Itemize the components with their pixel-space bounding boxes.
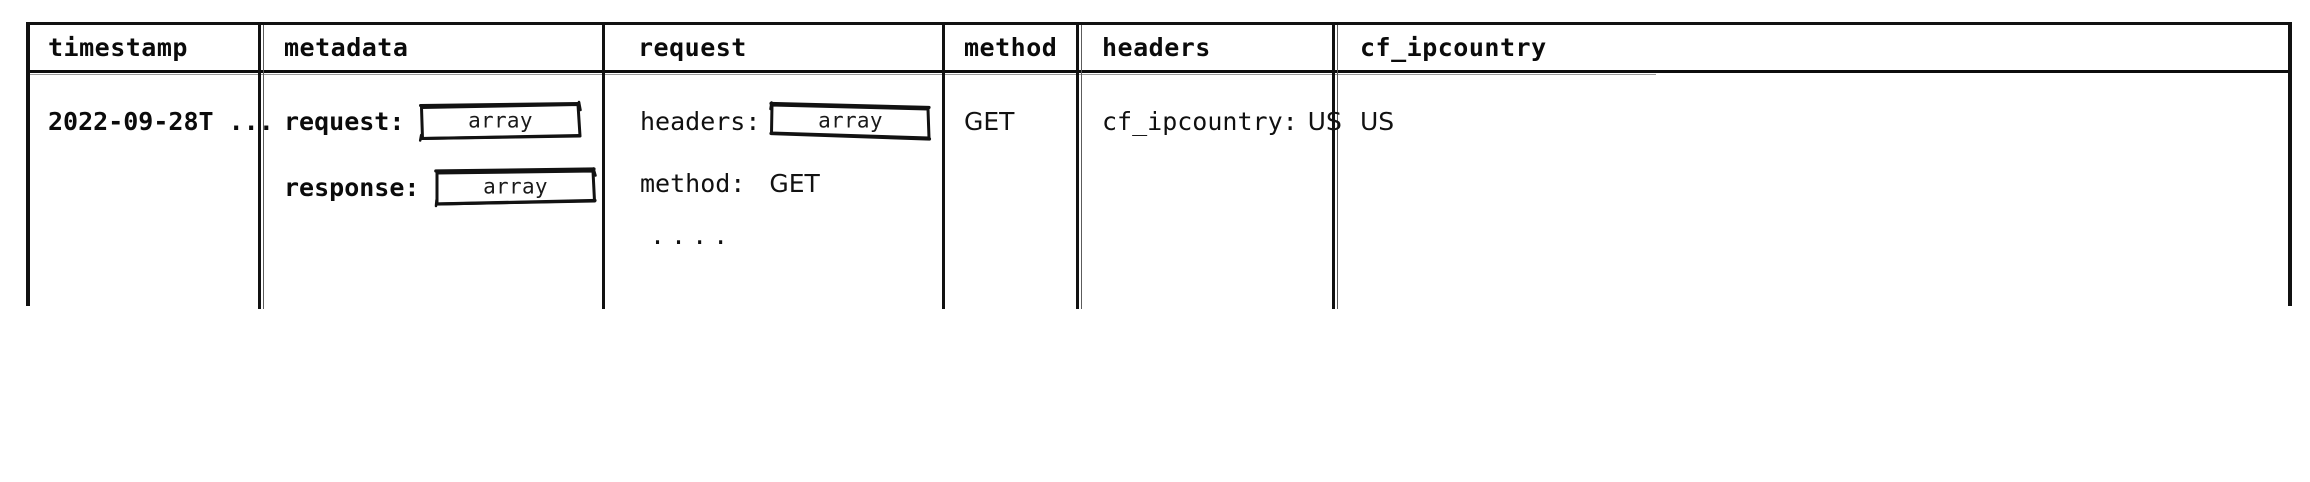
request-field-headers[interactable]: headers: array xyxy=(640,93,942,149)
table-cell-request[interactable]: headers: array method: GET xyxy=(606,73,942,309)
metadata-field-response-array-chip-label: array xyxy=(483,174,548,199)
column-divider-headers-country xyxy=(1332,25,1338,309)
table-cell-metadata[interactable]: request: array response: xyxy=(262,73,602,309)
table-cell-headers[interactable]: cf_ipcountry: US xyxy=(1080,73,1342,309)
sketch-box-outline xyxy=(768,101,932,141)
column-header-method[interactable]: method xyxy=(946,25,1076,70)
column-header-headers[interactable]: headers xyxy=(1080,25,1332,70)
timestamp-value-row: 2022-09-28T ... xyxy=(30,93,274,149)
table-cell-method[interactable]: GET xyxy=(946,73,1076,309)
column-header-label-timestamp: timestamp xyxy=(48,33,188,62)
cf-ipcountry-value-row: US xyxy=(1336,93,2288,149)
metadata-field-request-array-chip-label: array xyxy=(468,108,533,133)
request-field-headers-label: headers: xyxy=(640,106,761,136)
cf-ipcountry-value: US xyxy=(1360,106,1395,136)
sketch-box-outline xyxy=(418,100,583,142)
request-field-method-label: method: xyxy=(640,168,746,198)
record-table: timestamp metadata request method header… xyxy=(26,22,2292,309)
column-header-request[interactable]: request xyxy=(606,25,942,70)
headers-field-cf-ipcountry-label: cf_ipcountry: xyxy=(1102,106,1298,136)
table-cell-cf-ipcountry[interactable]: US xyxy=(1336,73,2288,309)
column-header-label-headers: headers xyxy=(1102,33,1211,62)
column-header-label-metadata: metadata xyxy=(284,33,409,62)
column-header-label-method: method xyxy=(964,33,1058,62)
request-truncation-marker: .... xyxy=(650,220,735,250)
column-divider-timestamp-metadata xyxy=(258,25,264,309)
request-field-headers-array-chip[interactable]: array xyxy=(768,101,932,141)
header-body-separator xyxy=(30,70,2288,75)
column-header-metadata[interactable]: metadata xyxy=(262,25,602,70)
method-value: GET xyxy=(964,106,1015,136)
column-divider-metadata-request xyxy=(602,25,605,309)
headers-field-cf-ipcountry[interactable]: cf_ipcountry: US xyxy=(1102,93,1342,149)
timestamp-value: 2022-09-28T ... xyxy=(48,106,274,136)
column-header-timestamp[interactable]: timestamp xyxy=(30,25,258,70)
request-field-method[interactable]: method: GET xyxy=(640,155,942,211)
metadata-field-request-array-chip[interactable]: array xyxy=(418,100,583,142)
metadata-field-request-label: request: xyxy=(284,106,405,136)
request-truncation-marker-row: .... xyxy=(650,213,942,257)
request-field-method-value: GET xyxy=(769,168,820,198)
headers-field-cf-ipcountry-value: US xyxy=(1307,106,1342,136)
request-field-headers-array-chip-label: array xyxy=(818,108,883,133)
column-divider-request-method xyxy=(942,25,945,309)
table-cell-timestamp[interactable]: 2022-09-28T ... xyxy=(30,73,274,309)
metadata-field-response-array-chip[interactable]: array xyxy=(433,167,598,208)
method-value-row: GET xyxy=(946,93,1076,149)
column-divider-method-headers xyxy=(1076,25,1082,309)
column-header-label-cf-ipcountry: cf_ipcountry xyxy=(1360,33,1547,62)
metadata-field-response[interactable]: response: array xyxy=(284,159,602,215)
metadata-field-request[interactable]: request: array xyxy=(284,93,602,149)
column-header-label-request: request xyxy=(638,33,747,62)
column-header-cf-ipcountry[interactable]: cf_ipcountry xyxy=(1336,25,2288,70)
metadata-field-response-label: response: xyxy=(284,172,420,202)
sketch-box-outline xyxy=(433,167,598,208)
